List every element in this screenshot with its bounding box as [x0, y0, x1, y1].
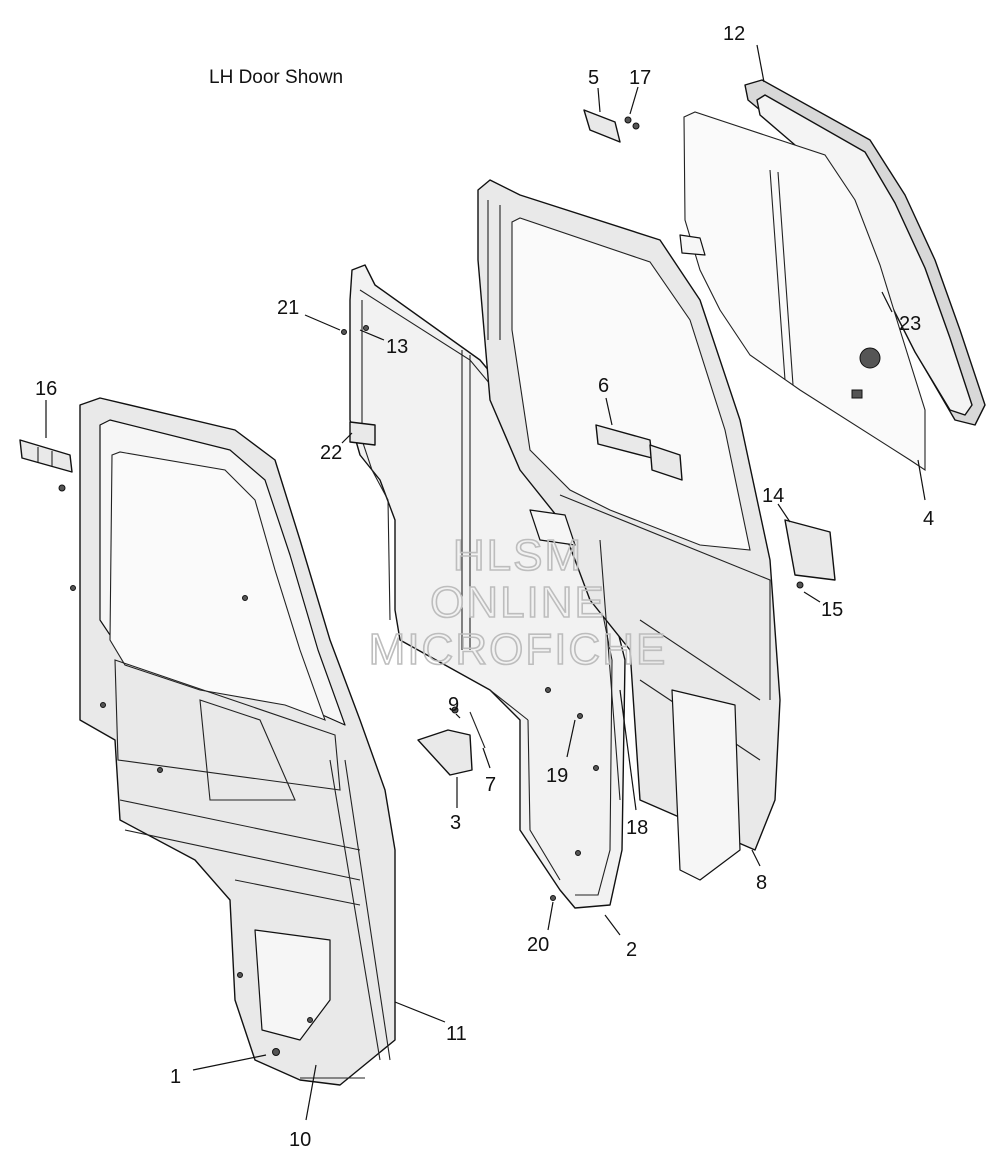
callout-1: 1	[170, 1066, 181, 1088]
callouts: 1 2 3 4 5 6 7 8 9 10 11 12 13 14 15 16 1…	[35, 23, 934, 1151]
callout-4: 4	[923, 508, 934, 530]
hinge-part-22	[349, 421, 376, 446]
callout-17: 17	[629, 67, 651, 89]
watermark-line-2: ONLINE	[430, 578, 606, 627]
callout-6: 6	[598, 375, 609, 397]
callout-9: 9	[448, 694, 459, 716]
callout-2: 2	[626, 939, 637, 961]
callout-11: 11	[446, 1023, 467, 1045]
callout-16: 16	[35, 378, 57, 400]
watermark-line-3: MICROFICHE	[369, 625, 668, 674]
watermark: HLSM ONLINE MICROFICHE	[368, 530, 668, 675]
callout-19: 19	[546, 765, 568, 787]
callout-13: 13	[386, 336, 408, 358]
callout-20: 20	[527, 934, 549, 956]
outer-door-panel	[70, 397, 396, 1086]
callout-18: 18	[626, 817, 648, 839]
callout-14: 14	[762, 485, 784, 507]
inner-door-panel	[477, 179, 781, 881]
door-handle-part-6	[595, 424, 683, 481]
watermark-line-1: HLSM	[453, 531, 583, 580]
callout-7: 7	[485, 774, 496, 796]
bracket-part-5	[583, 109, 640, 143]
latch-part-14	[784, 519, 836, 589]
callout-23: 23	[899, 313, 921, 335]
hinge-part-16	[19, 439, 73, 492]
diagram-note: LH Door Shown	[209, 67, 344, 88]
callout-5: 5	[588, 67, 599, 89]
leader-lines	[45, 44, 926, 1121]
callout-22: 22	[320, 442, 342, 464]
window-glass	[679, 111, 926, 472]
callout-8: 8	[756, 872, 767, 894]
callout-3: 3	[450, 812, 461, 834]
callout-12: 12	[723, 23, 745, 45]
callout-15: 15	[821, 599, 843, 621]
latch-part-3	[417, 706, 486, 776]
callout-21: 21	[277, 297, 299, 319]
callout-10: 10	[289, 1129, 311, 1151]
